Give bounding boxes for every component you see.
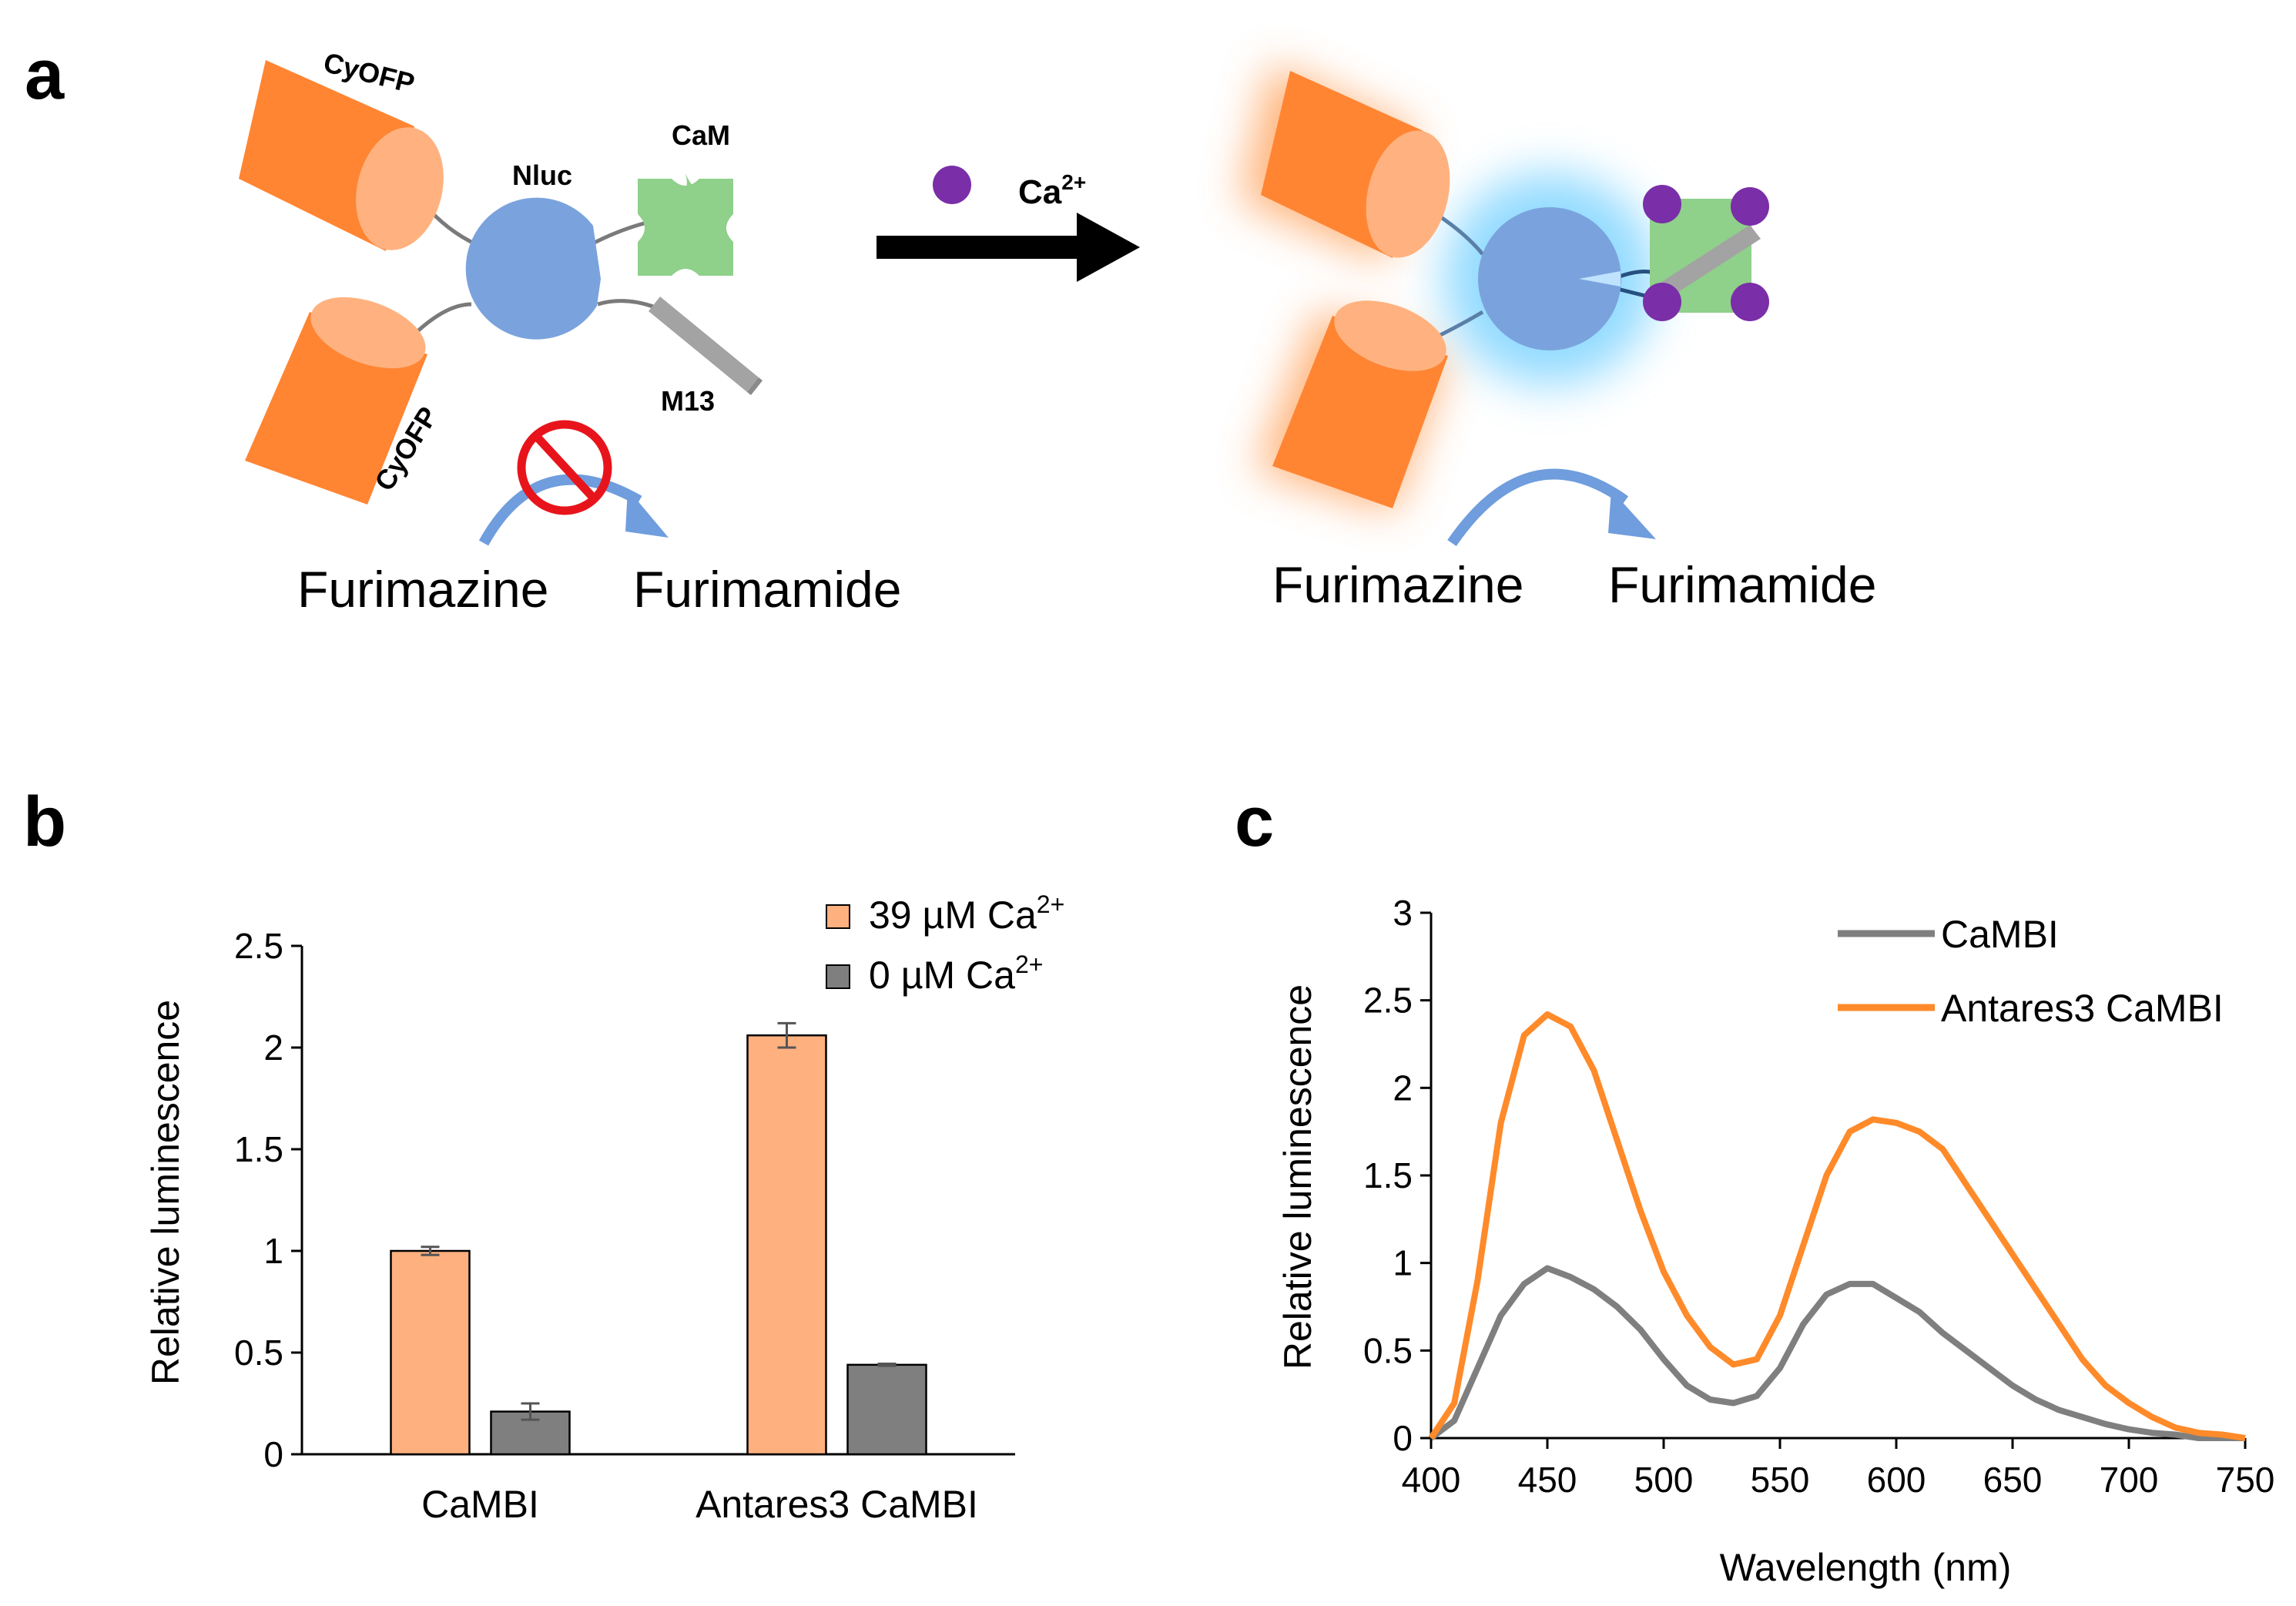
reaction-arrow-active bbox=[1447, 468, 1629, 546]
y-tick-label: 3 bbox=[1393, 893, 1413, 933]
x-tick-label: 450 bbox=[1518, 1460, 1577, 1500]
m13-icon bbox=[649, 297, 763, 395]
bar bbox=[390, 1249, 471, 1456]
x-tick-label: 550 bbox=[1751, 1460, 1810, 1500]
chart-c-legend: CaMBI Antares3 CaMBI bbox=[1838, 913, 2224, 1030]
substrate-left: Furimazine bbox=[297, 561, 548, 618]
nluc-icon bbox=[465, 197, 601, 340]
calcium-ion-icon bbox=[1643, 283, 1681, 321]
nluc-cleft bbox=[1579, 271, 1621, 287]
y-tick-label: 0.5 bbox=[234, 1333, 283, 1373]
sensor-active: Furimazine Furimamide bbox=[1240, 63, 1876, 613]
y-tick-label: 2 bbox=[263, 1028, 283, 1068]
x-category-label: CaMBI bbox=[421, 1483, 539, 1526]
x-tick-label: 600 bbox=[1867, 1460, 1926, 1500]
calcium-ion-icon bbox=[1643, 185, 1681, 223]
m13-bound-icon bbox=[1654, 225, 1761, 300]
nluc-active-icon bbox=[1478, 207, 1621, 350]
calcium-ion-icon bbox=[1731, 187, 1769, 226]
calcium-ion-icon bbox=[1731, 283, 1769, 321]
cyofp-top-icon bbox=[239, 60, 444, 251]
panel-b: b Relative luminescence 0 0.5 1 1.5 2 2.5CaMB… bbox=[23, 783, 1064, 1526]
y-tick-label: 1.5 bbox=[234, 1129, 283, 1169]
calcium-ion-icon bbox=[933, 166, 971, 204]
series-line bbox=[1428, 1011, 2246, 1441]
linker bbox=[588, 221, 645, 247]
cyofp-top-active-icon bbox=[1261, 71, 1450, 258]
y-tick-label: 1.5 bbox=[1363, 1155, 1413, 1195]
bar bbox=[846, 1363, 927, 1456]
y-tick-label: 1 bbox=[263, 1231, 283, 1271]
reaction-arrowhead-icon bbox=[625, 489, 669, 538]
legend-label-ca39: 39 µM Ca2+ bbox=[869, 890, 1064, 937]
panel-a: a CyOFP CyOFP Nluc bbox=[25, 35, 1876, 618]
calcium-addition: Ca2+ bbox=[877, 166, 1140, 282]
y-tick-label: 1 bbox=[1393, 1243, 1413, 1283]
legend-label-ca0: 0 µM Ca2+ bbox=[869, 951, 1043, 997]
transition-arrow bbox=[877, 236, 1084, 259]
product-right: Furimamide bbox=[1608, 556, 1876, 613]
x-tick-label: 650 bbox=[1983, 1460, 2043, 1500]
x-tick-label: 400 bbox=[1402, 1460, 1461, 1500]
chart-c: 0 0.5 1 1.5 2 2.5 3 400 450 500 550 600 650 700 750 bbox=[1363, 893, 2274, 1500]
calcium-label: Ca2+ bbox=[1018, 170, 1086, 211]
y-tick-label: 0 bbox=[1393, 1418, 1413, 1458]
y-tick-label: 0 bbox=[263, 1434, 283, 1474]
m13-label: M13 bbox=[661, 385, 715, 417]
chart-c-ylabel: Relative luminescence bbox=[1276, 984, 1319, 1370]
chart-c-xlabel: Wavelength (nm) bbox=[1720, 1546, 2012, 1589]
inhibit-icon bbox=[517, 420, 612, 515]
nluc-label: Nluc bbox=[512, 159, 572, 191]
reaction-arrow-inhibited bbox=[478, 474, 642, 546]
cam-label: CaM bbox=[672, 119, 730, 151]
panel-letter-b: b bbox=[23, 783, 66, 861]
product-left: Furimamide bbox=[633, 561, 901, 618]
chart-b-legend: 39 µM Ca2+ 0 µM Ca2+ bbox=[826, 890, 1064, 997]
x-category-label: Antares3 CaMBI bbox=[696, 1483, 978, 1526]
y-tick-label: 0.5 bbox=[1363, 1330, 1413, 1370]
legend-label-antares: Antares3 CaMBI bbox=[1941, 987, 2224, 1030]
panel-letter-c: c bbox=[1235, 783, 1274, 861]
y-tick-label: 2.5 bbox=[234, 926, 283, 966]
cam-shape bbox=[638, 179, 733, 276]
bar bbox=[746, 1034, 827, 1456]
linker bbox=[414, 302, 472, 334]
panel-letter-a: a bbox=[25, 35, 65, 114]
legend-swatch-ca39 bbox=[826, 904, 850, 929]
series-line bbox=[1429, 1265, 2245, 1441]
x-tick-label: 500 bbox=[1634, 1460, 1694, 1500]
substrate-right: Furimazine bbox=[1272, 556, 1523, 613]
chart-b-ylabel: Relative luminescence bbox=[144, 1000, 187, 1385]
legend-label-cambi: CaMBI bbox=[1941, 913, 2059, 956]
cyofp-bottom-icon bbox=[245, 297, 427, 505]
y-tick-label: 2 bbox=[1393, 1068, 1413, 1108]
sensor-inactive: CyOFP CyOFP Nluc CaM M13 bbox=[239, 46, 901, 618]
y-tick-label: 2.5 bbox=[1363, 981, 1413, 1021]
cyofp-bottom-active-icon bbox=[1272, 300, 1448, 508]
transition-arrowhead-icon bbox=[1077, 213, 1140, 282]
panel-c: c Relative luminescence Wavelength (nm) … bbox=[1235, 783, 2274, 1589]
reaction-arrowhead-icon bbox=[1608, 490, 1656, 539]
legend-swatch-ca0 bbox=[826, 964, 850, 989]
x-tick-label: 700 bbox=[2100, 1460, 2159, 1500]
linker bbox=[597, 299, 654, 309]
x-tick-label: 750 bbox=[2216, 1460, 2275, 1500]
